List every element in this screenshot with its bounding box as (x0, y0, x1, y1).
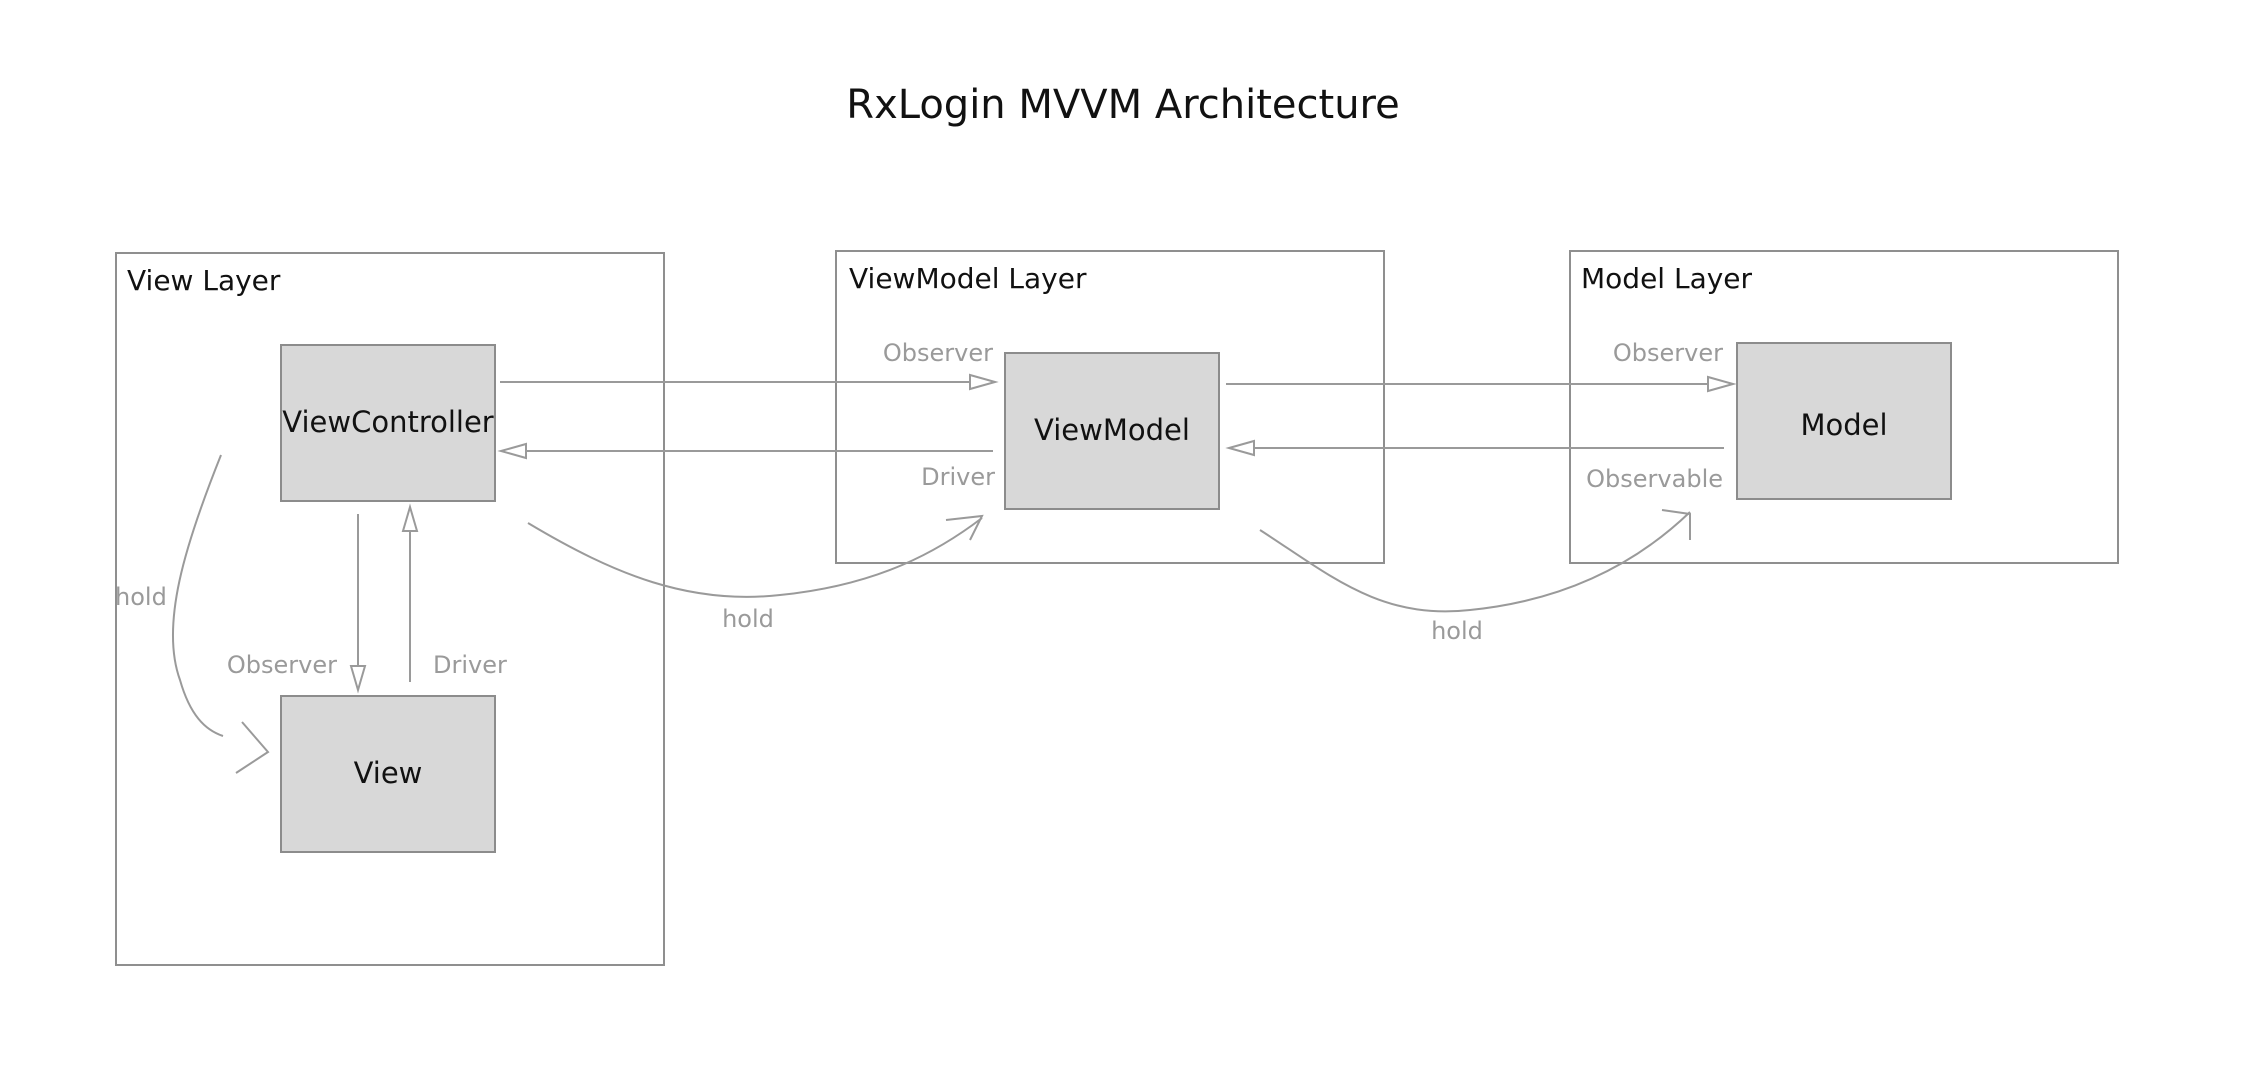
model-to-vm-arrowhead (1225, 439, 1255, 457)
hold-vc-view-curve (171, 454, 224, 737)
view-to-vc-label: Driver (433, 651, 507, 679)
vm-to-model-arrowhead (1707, 375, 1737, 393)
view-layer-box (115, 252, 665, 966)
vc-to-view-arrowhead (349, 665, 367, 694)
model-layer-label: Model Layer (1581, 262, 1753, 295)
hold-vc-vm-label: hold (722, 605, 774, 633)
vc-to-vm-arrowhead (969, 373, 999, 391)
hold-vc-view-arrowhead (235, 721, 270, 774)
diagram-title: RxLogin MVVM Architecture (846, 82, 1399, 128)
hold-vc-vm-curve (527, 517, 983, 598)
viewmodel-node (1004, 352, 1220, 510)
vc-to-vm-label: Observer (883, 339, 993, 367)
view-node (280, 695, 496, 853)
vm-to-model-label: Observer (1613, 339, 1723, 367)
vm-to-vc-label: Driver (921, 463, 995, 491)
vc-to-view-label: Observer (227, 651, 337, 679)
model-layer-box (1569, 250, 2119, 564)
model-label: Model (1800, 408, 1887, 442)
vm-to-vc-arrowhead (497, 442, 527, 460)
viewmodel-layer-label: ViewModel Layer (849, 262, 1087, 295)
model-node (1736, 342, 1952, 500)
viewcontroller-label: ViewController (282, 405, 494, 439)
hold-vc-view-label: hold (115, 583, 167, 611)
viewmodel-layer-box (835, 250, 1385, 564)
hold-vm-model-arrowhead (1661, 509, 1691, 540)
hold-vm-model-curve (1259, 511, 1691, 613)
view-label: View (354, 756, 423, 790)
model-to-vm-label: Observable (1586, 465, 1723, 493)
view-to-vc-arrowhead (401, 503, 419, 532)
view-layer-label: View Layer (127, 264, 281, 297)
hold-vm-model-label: hold (1431, 617, 1483, 645)
viewcontroller-node (280, 344, 496, 502)
viewmodel-label: ViewModel (1034, 413, 1190, 447)
hold-vc-vm-arrowhead (945, 514, 984, 541)
